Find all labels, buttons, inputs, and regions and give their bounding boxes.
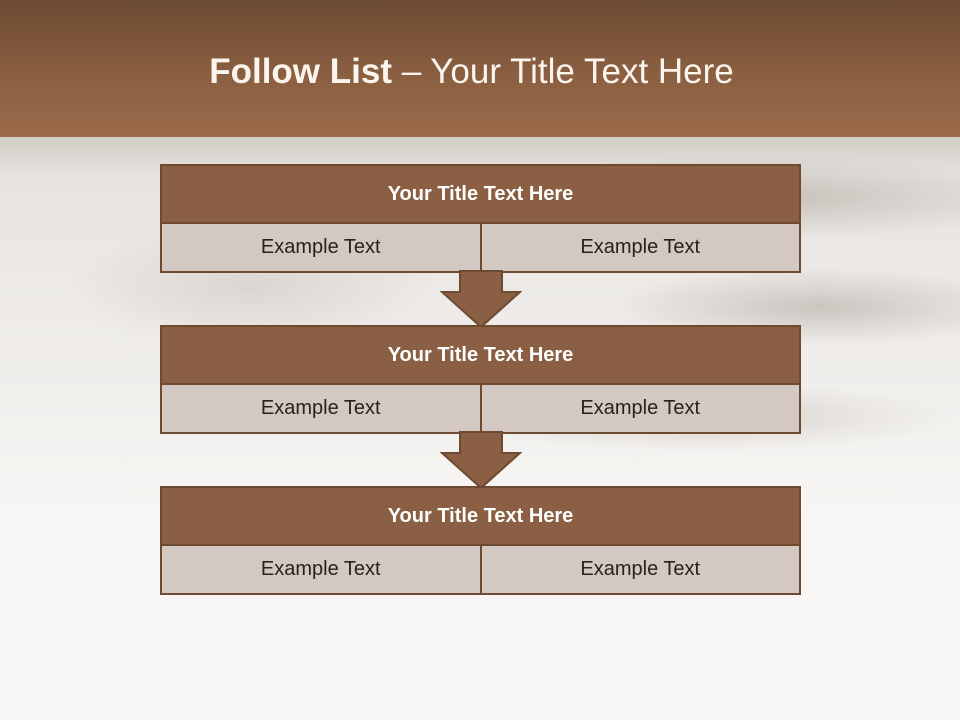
flow-block-row: Example Text Example Text xyxy=(162,546,799,593)
flow-block-3: Your Title Text Here Example Text Exampl… xyxy=(160,486,801,595)
slide-title: Follow List – Your Title Text Here xyxy=(0,52,943,92)
flow-block-cell-left: Example Text xyxy=(162,224,480,271)
flow-block-row: Example Text Example Text xyxy=(162,385,799,432)
flow-block-row: Example Text Example Text xyxy=(162,224,799,271)
title-bar xyxy=(0,0,960,137)
flow-block-cell-right: Example Text xyxy=(479,546,799,593)
flow-block-cell-right: Example Text xyxy=(479,385,799,432)
flow-block-cell-left: Example Text xyxy=(162,546,480,593)
flow-block-title: Your Title Text Here xyxy=(162,166,799,224)
down-arrow-icon xyxy=(440,431,522,489)
flow-block-2: Your Title Text Here Example Text Exampl… xyxy=(160,325,801,434)
slide-title-rest: – Your Title Text Here xyxy=(391,52,734,91)
slide-title-bold: Follow List xyxy=(209,52,392,91)
flow-block-cell-left: Example Text xyxy=(162,385,480,432)
flow-block-title: Your Title Text Here xyxy=(162,327,799,385)
flow-block-cell-right: Example Text xyxy=(479,224,799,271)
flow-block-1: Your Title Text Here Example Text Exampl… xyxy=(160,164,801,273)
flow-block-title: Your Title Text Here xyxy=(162,488,799,546)
down-arrow-icon xyxy=(440,270,522,328)
